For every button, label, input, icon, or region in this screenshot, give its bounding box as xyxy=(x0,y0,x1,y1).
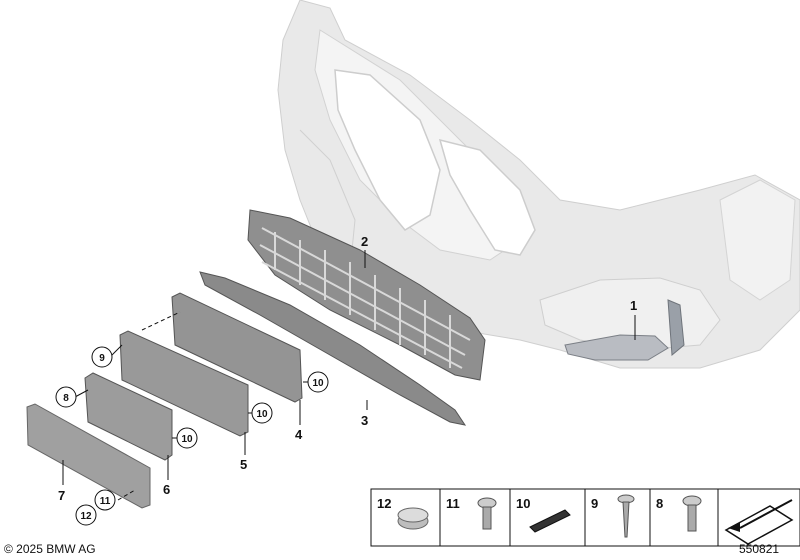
callout-2: 2 xyxy=(361,234,368,249)
callout-4: 4 xyxy=(295,427,303,442)
bumper-assembly xyxy=(277,0,800,369)
svg-text:10: 10 xyxy=(256,409,268,420)
callout-6: 6 xyxy=(163,482,170,497)
legend-label-10: 10 xyxy=(516,496,530,511)
callout-5: 5 xyxy=(240,457,247,472)
screw-icon-8 xyxy=(682,495,702,532)
part-5-bracket xyxy=(119,330,249,437)
circled-callout-11: 11 xyxy=(94,489,116,511)
screw-icon-11 xyxy=(477,497,497,530)
copyright-text: © 2025 BMW AG xyxy=(4,542,96,556)
circled-callout-9: 9 xyxy=(91,346,113,368)
diagram-id: 550821 xyxy=(739,542,779,556)
diagram-reference-icon xyxy=(724,499,794,545)
fastener-legend: 12 11 10 9 8 xyxy=(370,488,800,547)
circled-callout-8: 8 xyxy=(55,386,77,408)
part-6-holder xyxy=(84,372,173,461)
callout-3: 3 xyxy=(361,413,368,428)
circled-callout-10-middle: 10 xyxy=(251,402,273,424)
svg-text:12: 12 xyxy=(80,511,92,522)
svg-text:10: 10 xyxy=(181,434,193,445)
callout-7: 7 xyxy=(58,488,65,503)
circled-callout-12: 12 xyxy=(75,504,97,526)
legend-label-11: 11 xyxy=(446,496,460,511)
legend-label-8: 8 xyxy=(656,496,663,511)
svg-text:8: 8 xyxy=(63,393,69,404)
svg-text:10: 10 xyxy=(312,378,324,389)
screw-icon-9 xyxy=(617,494,635,538)
svg-text:11: 11 xyxy=(100,496,111,507)
circled-callout-10-upper: 10 xyxy=(307,371,329,393)
part-2-grille xyxy=(247,209,486,381)
leader-lines xyxy=(62,250,636,501)
part-3-lower-strip xyxy=(199,271,467,426)
legend-label-9: 9 xyxy=(591,496,598,511)
callout-1: 1 xyxy=(630,298,637,313)
part-4-bracket xyxy=(171,292,303,403)
circled-callout-10-lower: 10 xyxy=(176,427,198,449)
part-1-trim xyxy=(564,299,685,361)
legend-label-12: 12 xyxy=(377,496,391,511)
foam-strip-icon xyxy=(529,509,571,533)
part-7-plate xyxy=(26,403,151,509)
svg-text:9: 9 xyxy=(99,353,105,364)
